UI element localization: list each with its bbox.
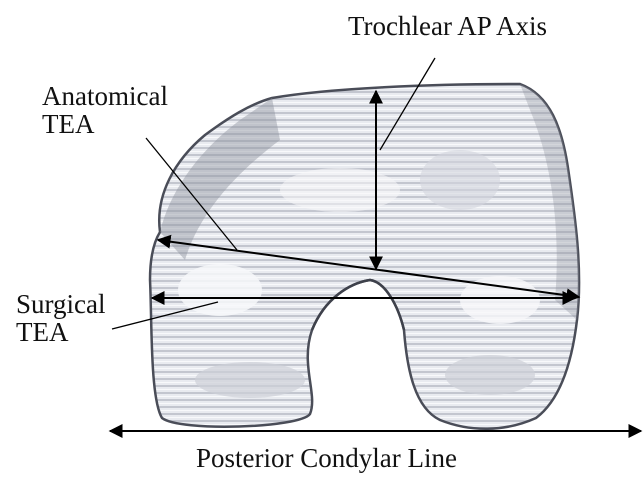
surgical-tea-label-line1: Surgical — [16, 290, 106, 318]
anatomical-tea-label: Anatomical TEA — [42, 82, 168, 139]
surgical-tea-label: Surgical TEA — [16, 290, 106, 347]
posterior-condylar-line-label: Posterior Condylar Line — [196, 444, 457, 472]
anatomical-tea-label-line2: TEA — [42, 110, 168, 138]
surgical-tea-label-line2: TEA — [16, 318, 106, 346]
anatomical-tea-label-line1: Anatomical — [42, 82, 168, 110]
femur-bone — [150, 84, 579, 429]
trochlear-ap-axis-label: Trochlear AP Axis — [348, 12, 547, 40]
